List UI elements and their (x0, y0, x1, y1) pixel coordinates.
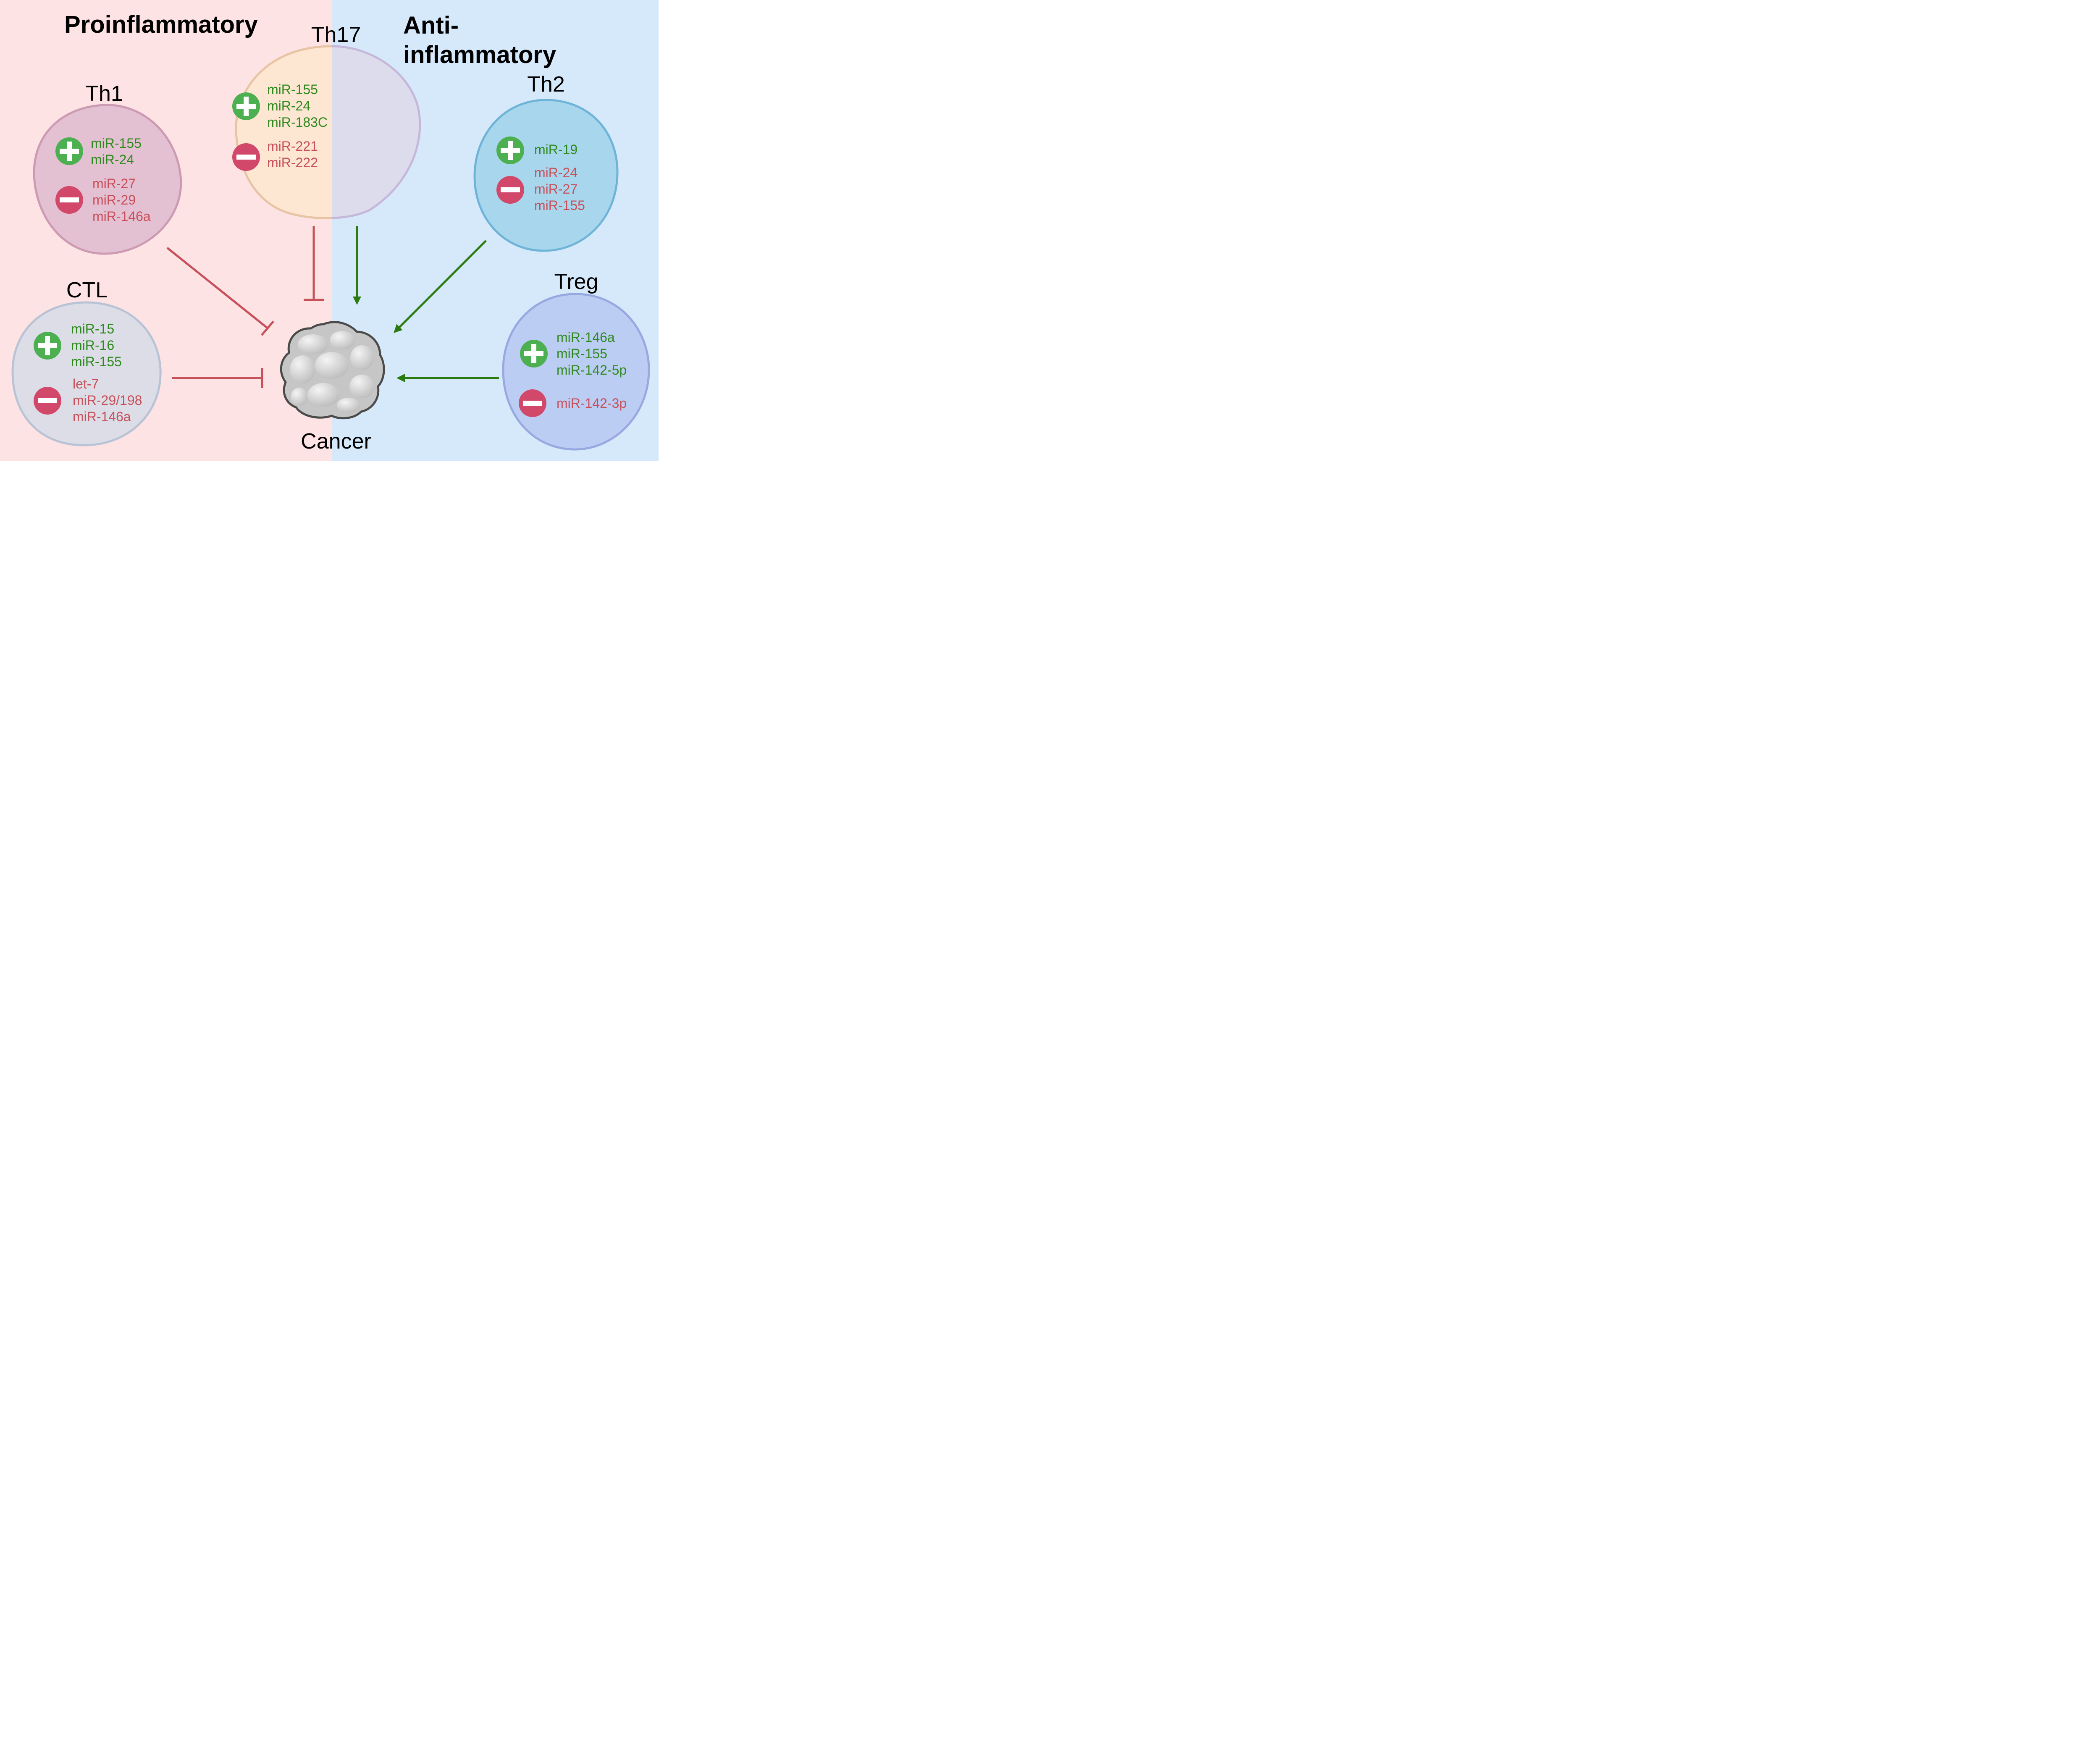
treg-up-mirna-2: miR-155 (556, 346, 607, 361)
treg-minus-badge (519, 389, 546, 417)
treg-title: Treg (554, 270, 598, 294)
proinflammatory-heading: Proinflammatory (64, 11, 258, 38)
anti-inflammatory-heading-line2: inflammatory (403, 41, 556, 68)
th1-down-mirna-1: miR-27 (92, 176, 136, 191)
ctl-down-mirna-1: let-7 (73, 376, 99, 391)
th2-plus-badge (496, 136, 524, 164)
th17-up-mirna-2: miR-24 (267, 98, 310, 113)
ctl-up-mirna-2: miR-16 (71, 338, 114, 353)
th1-up-mirna-1: miR-155 (91, 136, 142, 151)
ctl-minus-badge (34, 387, 61, 415)
th2-down-mirna-2: miR-27 (534, 181, 578, 197)
ctl-down-mirna-3: miR-146a (73, 409, 131, 424)
th2-up-mirna-1: miR-19 (534, 142, 578, 157)
th17-up-mirna-3: miR-183C (267, 115, 328, 130)
tumor-lobe (290, 355, 315, 384)
inhibit-edge-th17-cancer (304, 226, 324, 301)
th17-down-mirna-1: miR-221 (267, 139, 318, 154)
th1-cell: Th1 miR-155 miR-24 miR-27 miR-29 miR-146… (33, 81, 182, 255)
th17-title: Th17 (311, 23, 361, 47)
inhibit-edge-ctl-cancer (172, 368, 263, 388)
cancer-label: Cancer (301, 429, 371, 454)
treg-up-mirna-1: miR-146a (556, 330, 615, 345)
th1-up-mirna-2: miR-24 (91, 152, 134, 167)
immune-mirna-diagram: Proinflammatory Anti- inflammatory Th17 … (0, 0, 659, 461)
tumor-lobe (330, 331, 355, 349)
treg-down-mirna-1: miR-142-3p (556, 396, 627, 411)
th1-down-mirna-3: miR-146a (92, 209, 151, 224)
anti-inflammatory-heading-line1: Anti- (403, 12, 459, 39)
th17-down-mirna-2: miR-222 (267, 155, 318, 170)
th1-title: Th1 (85, 81, 123, 106)
tumor-lobe (350, 345, 374, 370)
th2-cell: Th2 miR-19 miR-24 miR-27 miR-155 (473, 72, 619, 252)
ctl-down-mirna-2: miR-29/198 (73, 393, 142, 408)
treg-plus-badge (520, 340, 548, 368)
cancer-cell (280, 321, 385, 420)
tumor-lobe (337, 398, 360, 413)
th17-cell: Th17 miR-155 miR-24 miR-183C miR-221 miR… (232, 23, 421, 219)
tumor-lobe (307, 383, 339, 407)
th17-plus-badge (232, 92, 260, 120)
th2-down-mirna-3: miR-155 (534, 198, 585, 213)
inhibit-edge-th1-cancer (166, 247, 274, 336)
th2-minus-badge (496, 176, 524, 204)
ctl-cell: CTL miR-15 miR-16 miR-155 let-7 miR-29/1… (11, 278, 162, 446)
ctl-up-mirna-3: miR-155 (71, 354, 122, 369)
treg-up-mirna-3: miR-142-5p (556, 362, 627, 378)
th17-up-mirna-1: miR-155 (267, 82, 318, 97)
tumor-lobe (298, 334, 328, 354)
th1-minus-badge (55, 186, 83, 214)
treg-cell: Treg miR-146a miR-155 miR-142-5p miR-142… (502, 270, 650, 451)
th2-title: Th2 (527, 72, 565, 97)
tumor-lobe (315, 352, 349, 379)
th1-plus-badge (55, 137, 83, 165)
ctl-plus-badge (34, 332, 61, 360)
th2-down-mirna-1: miR-24 (534, 165, 578, 180)
tumor-lobe (349, 375, 375, 398)
ctl-up-mirna-1: miR-15 (71, 321, 114, 336)
tumor-lobe (291, 388, 307, 406)
th17-cell-right-half (332, 45, 421, 219)
promote-edge-th2-cancer (394, 240, 487, 333)
th1-down-mirna-2: miR-29 (92, 192, 136, 207)
ctl-title: CTL (66, 278, 108, 302)
th17-minus-badge (232, 143, 260, 171)
